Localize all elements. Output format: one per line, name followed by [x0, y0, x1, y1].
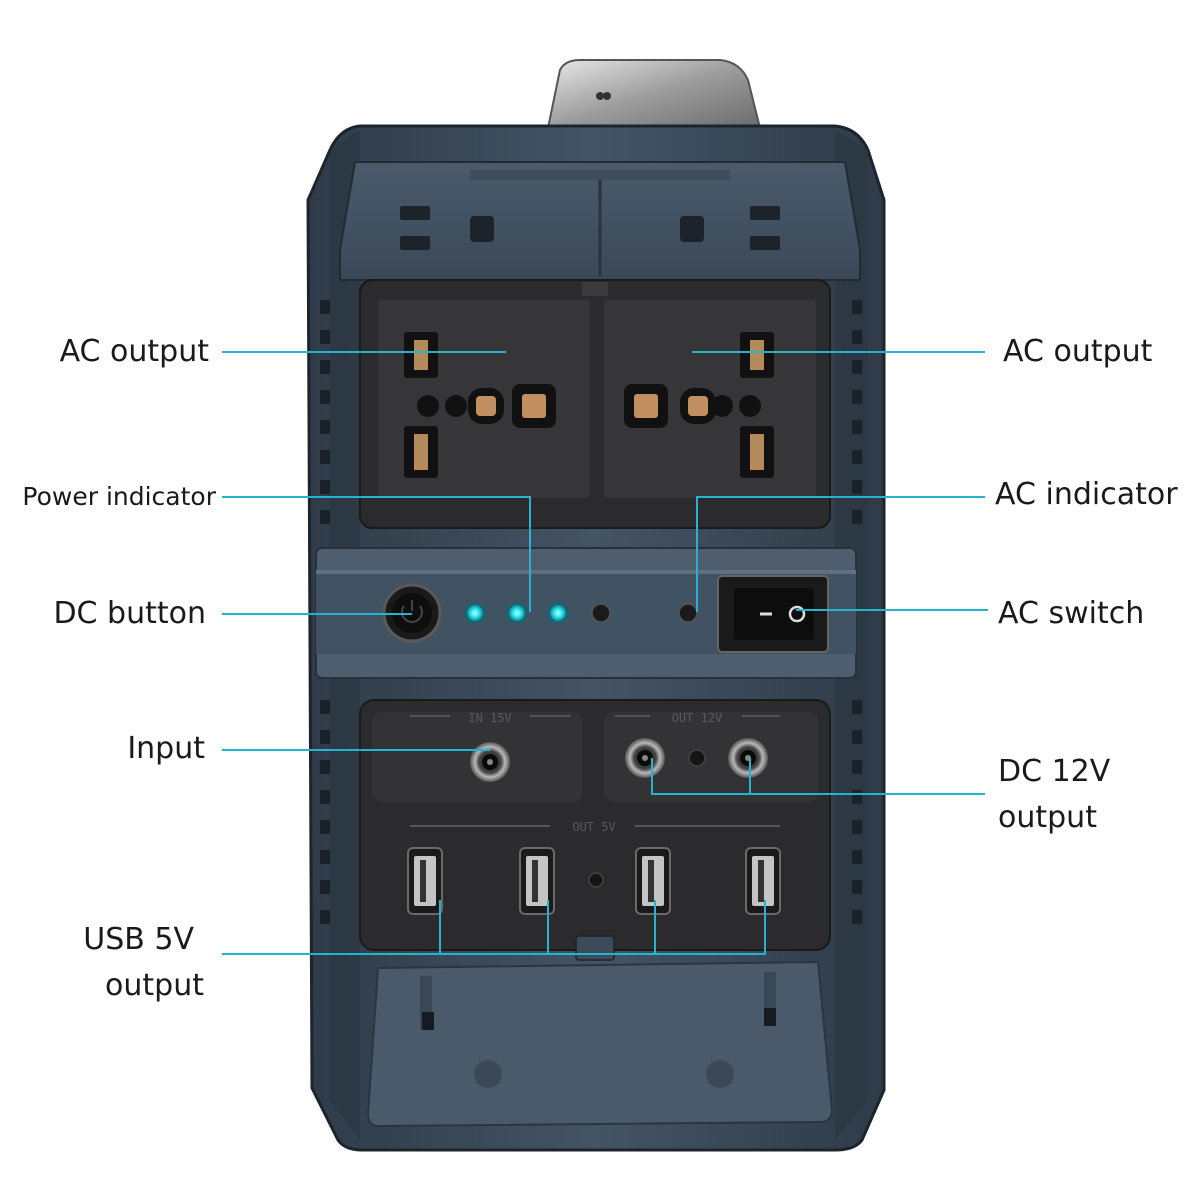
dc-12v-port-right[interactable]: [728, 738, 768, 778]
usb-port-1[interactable]: [407, 847, 443, 915]
usb-status-led: [588, 872, 604, 888]
label-power-indicator: Power indicator: [22, 482, 216, 511]
label-dc-12v-output: DC 12V output: [998, 749, 1110, 841]
ac-socket-left[interactable]: [404, 332, 556, 478]
usb-out-marking: OUT 5V: [572, 820, 615, 834]
dc-12v-port-left[interactable]: [625, 738, 665, 778]
label-dc-button: DC button: [53, 596, 206, 631]
power-indicator-leds: [463, 601, 611, 625]
label-ac-switch: AC switch: [998, 596, 1145, 631]
dc-out-marking: OUT 12V: [672, 711, 723, 725]
usb-port-3[interactable]: [635, 847, 671, 915]
label-dc-12v-output-line2: output: [998, 800, 1097, 835]
ac-socket-right[interactable]: [624, 332, 774, 478]
label-usb-5v-output: USB 5V output: [0, 917, 204, 1009]
label-input: Input: [127, 731, 205, 766]
input-port-marking: IN 15V: [468, 711, 511, 725]
leader-dc-12v-output: [651, 758, 985, 795]
leader-usb-5v-output: [222, 900, 766, 955]
bottom-port-cover: [366, 935, 834, 1128]
label-ac-output-right: AC output: [1003, 334, 1153, 369]
usb-port-4[interactable]: [745, 847, 781, 915]
label-usb-5v-output-line1: USB 5V: [83, 922, 194, 957]
leader-lines: [222, 351, 988, 955]
label-dc-12v-output-line1: DC 12V: [998, 754, 1111, 789]
label-usb-5v-output-line2: output: [105, 968, 204, 1003]
label-ac-indicator: AC indicator: [995, 477, 1178, 512]
label-ac-output-left: AC output: [59, 334, 209, 369]
dc-status-led: [688, 749, 706, 767]
top-socket-cover: [339, 161, 861, 281]
leader-ac-indicator: [696, 496, 985, 612]
ac-indicator-led: [678, 603, 698, 623]
usb-port-2[interactable]: [519, 847, 555, 915]
input-port[interactable]: [470, 742, 510, 782]
ac-switch[interactable]: [717, 575, 829, 653]
carry-handle: [546, 59, 762, 129]
leader-power-indicator: [222, 496, 531, 612]
